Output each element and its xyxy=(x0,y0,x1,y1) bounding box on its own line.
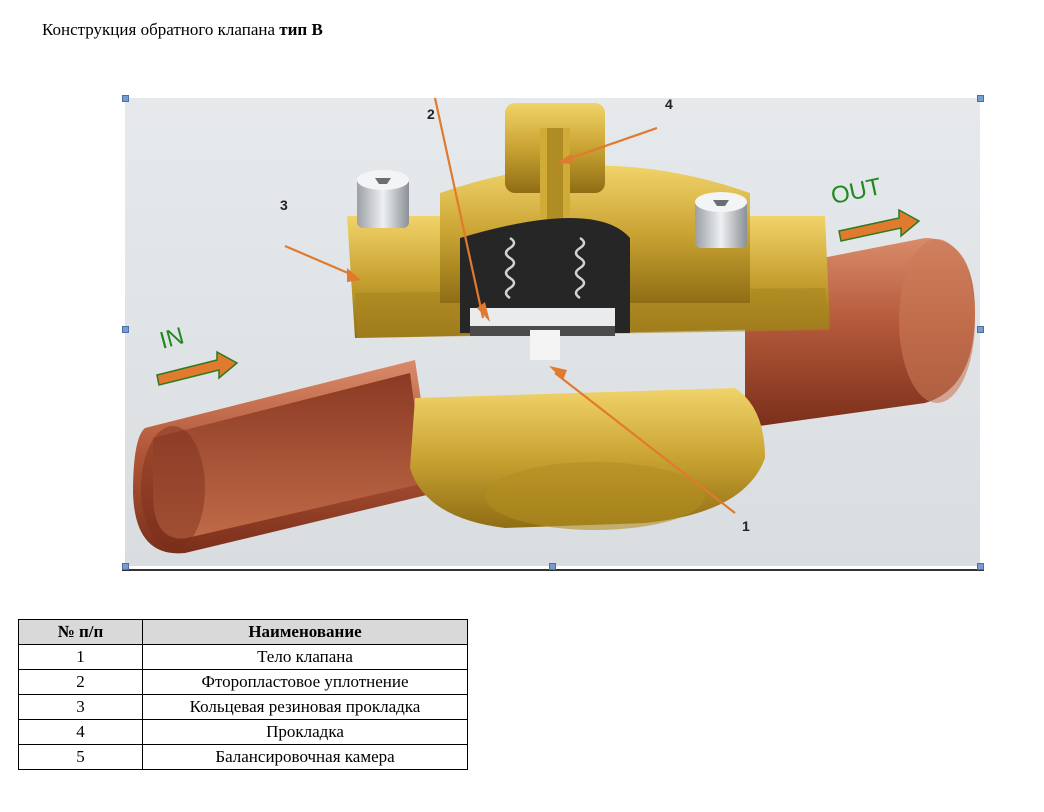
resize-handle-right[interactable] xyxy=(977,326,984,333)
table-row: 4 Прокладка xyxy=(18,719,468,745)
valve-illustration xyxy=(133,98,975,554)
row-name: Фторопластовое уплотнение xyxy=(142,669,468,695)
row-number: 2 xyxy=(18,669,143,695)
parts-table: № п/п Наименование 1 Тело клапана 2 Фтор… xyxy=(18,619,468,770)
callout-label-3: 3 xyxy=(280,197,288,213)
resize-handle-top-right[interactable] xyxy=(977,95,984,102)
callout-label-4: 4 xyxy=(665,98,673,112)
resize-handle-top-left[interactable] xyxy=(122,95,129,102)
row-number: 1 xyxy=(18,644,143,670)
resize-handle-bottom-right[interactable] xyxy=(977,563,984,570)
table-row: 5 Балансировочная камера xyxy=(18,744,468,770)
resize-handle-bottom-left[interactable] xyxy=(122,563,129,570)
table-header-row: № п/п Наименование xyxy=(18,619,468,645)
table-row: 1 Тело клапана xyxy=(18,644,468,670)
column-header-name: Наименование xyxy=(142,619,468,645)
callout-label-2: 2 xyxy=(427,106,435,122)
row-number: 4 xyxy=(18,719,143,745)
table-row: 3 Кольцевая резиновая прокладка xyxy=(18,694,468,720)
row-number: 3 xyxy=(18,694,143,720)
row-name: Тело клапана xyxy=(142,644,468,670)
row-name: Балансировочная камера xyxy=(142,744,468,770)
valve-cutaway-image[interactable]: 2 4 3 1 IN OUT xyxy=(125,98,980,566)
table-row: 2 Фторопластовое уплотнение xyxy=(18,669,468,695)
callout-label-1: 1 xyxy=(742,518,750,534)
document-title: Конструкция обратного клапана тип В xyxy=(42,20,323,39)
figure-divider xyxy=(122,569,984,571)
resize-handle-bottom[interactable] xyxy=(549,563,556,570)
row-name: Кольцевая резиновая прокладка xyxy=(142,694,468,720)
column-header-number: № п/п xyxy=(18,619,143,645)
resize-handle-left[interactable] xyxy=(122,326,129,333)
row-number: 5 xyxy=(18,744,143,770)
row-name: Прокладка xyxy=(142,719,468,745)
